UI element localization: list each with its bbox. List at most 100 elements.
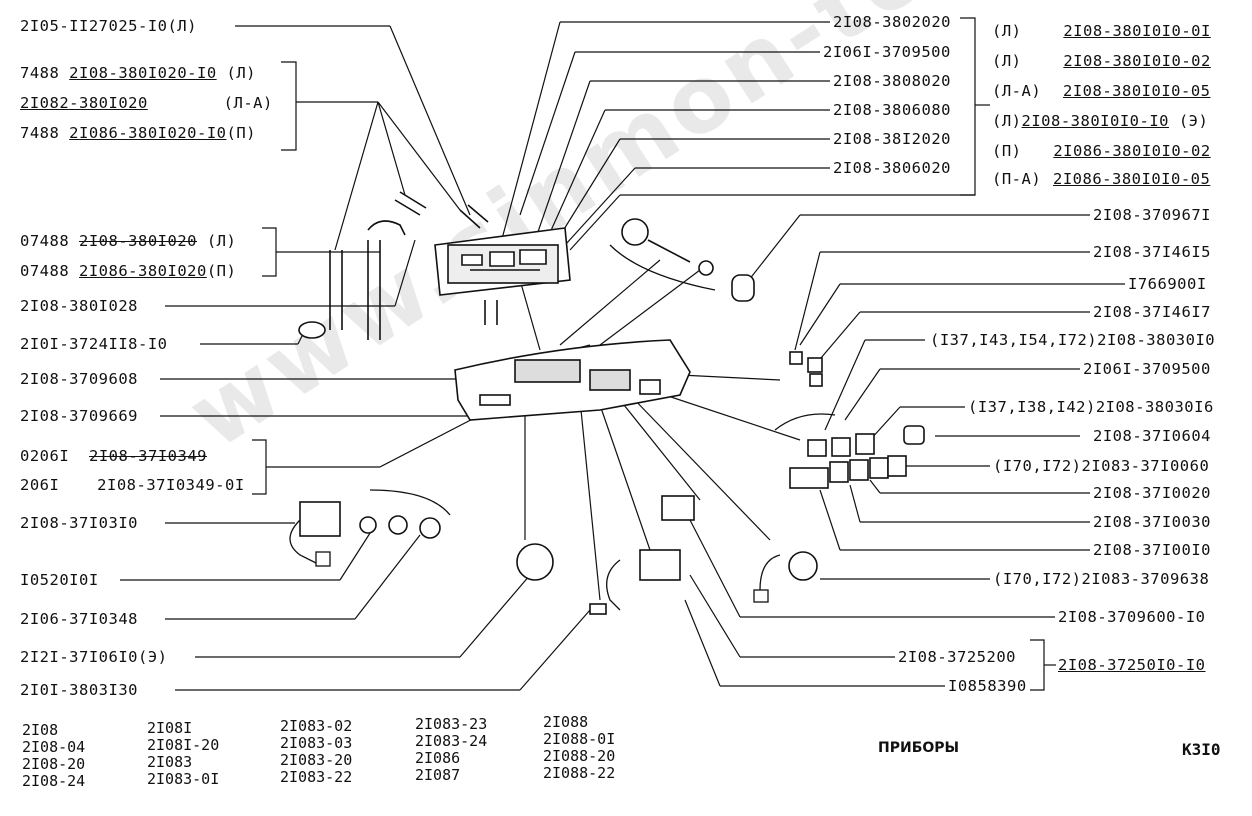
model-item: 2I08-20 (22, 755, 86, 773)
model-item: 2I08 (22, 721, 59, 739)
label-group1-b: 2I082-380I020 (Л-А) (20, 94, 273, 112)
model-item: 2I088-0I (543, 730, 616, 748)
label-prefix: 206I (20, 476, 60, 494)
label-prefix: 07488 (20, 262, 70, 280)
label-group3-b: 206I 2I08-37I0349-0I (20, 476, 245, 494)
variant-code: 2I086-380I0I0-05 (1053, 170, 1211, 188)
page-title: ПРИБОРЫ (878, 740, 960, 756)
variant-suffix: (Л) (992, 112, 1022, 130)
model-col-3: 2I083-02 2I083-03 2I083-20 2I083-22 (280, 718, 352, 786)
label-2108-3709600: 2I08-3709600-I0 (1058, 608, 1206, 626)
label-2108-3812020: 2I08-38I2020 (833, 130, 951, 148)
label-2108-3801028: 2I08-380I028 (20, 297, 138, 315)
variant-suffix-2: (Э) (1178, 112, 1209, 130)
label-2101-3803130: 2I0I-3803I30 (20, 681, 138, 699)
model-item: 2I087 (415, 766, 461, 784)
part-code: 2I08-37I0349-0I (97, 476, 245, 494)
cluster-variant-4: (Л)2I08-380I0I0-I0 (Э) (992, 112, 1208, 130)
model-col-1: 2I08 2I08-04 2I08-20 2I08-24 (22, 722, 85, 790)
part-code: 2I08-380I020 (79, 232, 197, 250)
variant-code: 2I08-380I0I0-05 (1063, 82, 1211, 100)
label-2101-3724118: 2I0I-3724II8-I0 (20, 335, 168, 353)
label-2108-3710020: 2I08-37I0020 (1093, 484, 1211, 502)
cluster-variant-5: (П) 2I086-380I0I0-02 (992, 142, 1211, 160)
cluster-variant-2: (Л) 2I08-380I0I0-02 (992, 52, 1211, 70)
label-21083-3710060: (I70,I72)2I083-37I0060 (993, 457, 1210, 475)
label-hose-2105: 2I05-II27025-I0(Л) (20, 17, 197, 35)
variant-code: 2I08-380I0I0-I0 (1021, 112, 1169, 130)
part-code: 2I08-37I0349 (89, 447, 207, 465)
model-item: 2I083 (147, 753, 193, 771)
model-item: 2I08I-20 (147, 736, 220, 754)
label-2108-3710030: 2I08-37I0030 (1093, 513, 1211, 531)
label-2108-3803016: (I37,I38,I42)2I08-38030I6 (968, 398, 1214, 416)
label-prefix: 0206I (20, 447, 70, 465)
model-item: 2I083-22 (280, 768, 353, 786)
label-group2-b: 07488 2I086-380I020(П) (20, 262, 236, 280)
model-item: 2I08-24 (22, 772, 86, 790)
label-17669001: I766900I (1128, 275, 1207, 293)
label-2108-3802020: 2I08-3802020 (833, 13, 951, 31)
model-item: 2I083-23 (415, 715, 488, 733)
model-item: 2I083-20 (280, 751, 353, 769)
part-code: 2I08-380I020-I0 (69, 64, 217, 82)
variant-code: 2I08-380I0I0-0I (1063, 22, 1211, 40)
label-2108-3714615: 2I08-37I46I5 (1093, 243, 1211, 261)
label-group1-c: 7488 2I086-380I020-I0(П) (20, 124, 256, 142)
label-group3-a: 0206I 2I08-37I0349 (20, 447, 207, 465)
model-item: 2I083-24 (415, 732, 488, 750)
model-col-4: 2I083-23 2I083-24 2I086 2I087 (415, 716, 487, 784)
part-code: 2I082-380I020 (20, 94, 148, 112)
model-item: 2I08-04 (22, 738, 86, 756)
label-2108-3714617: 2I08-37I46I7 (1093, 303, 1211, 321)
variant-code: 2I086-380I0I0-02 (1053, 142, 1211, 160)
model-col-2: 2I08I 2I08I-20 2I083 2I083-0I (147, 720, 219, 788)
label-suffix: (Л-А) (223, 94, 273, 112)
variant-suffix: (Л-А) (992, 82, 1042, 100)
label-2108-3710604: 2I08-37I0604 (1093, 427, 1211, 445)
label-suffix: (П) (226, 124, 256, 142)
label-prefix: 07488 (20, 232, 70, 250)
cluster-variant-6: (П-А) 2I086-380I0I0-05 (992, 170, 1210, 188)
label-prefix: 7488 (20, 64, 60, 82)
label-2108-3709671: 2I08-370967I (1093, 206, 1211, 224)
label-2108-3725010: 2I08-37250I0-I0 (1058, 656, 1206, 674)
model-item: 2I088 (543, 713, 589, 731)
label-10858390: I0858390 (948, 677, 1027, 695)
model-item: 2I083-03 (280, 734, 353, 752)
label-2108-3710010: 2I08-37I00I0 (1093, 541, 1211, 559)
label-2108-3725200: 2I08-3725200 (898, 648, 1016, 666)
variant-code: 2I08-380I0I0-02 (1063, 52, 1211, 70)
label-2108-3709608: 2I08-3709608 (20, 370, 138, 388)
page-number: К3I0 (1182, 740, 1221, 759)
label-10520101: I0520I0I (20, 571, 99, 589)
cluster-variant-3: (Л-А) 2I08-380I0I0-05 (992, 82, 1211, 100)
label-suffix: (Л) (206, 232, 237, 250)
variant-suffix: (Л) (992, 22, 1022, 40)
label-2108-3709669: 2I08-3709669 (20, 407, 138, 425)
label-group1-a: 7488 2I08-380I020-I0 (Л) (20, 64, 256, 82)
label-suffix: (П) (206, 262, 237, 280)
label-21061-3709500-r: 2I06I-3709500 (1083, 360, 1211, 378)
model-item: 2I088-22 (543, 764, 616, 782)
model-col-5: 2I088 2I088-0I 2I088-20 2I088-22 (543, 714, 615, 782)
label-2108-3806020: 2I08-3806020 (833, 159, 951, 177)
label-21083-3709638: (I70,I72)2I083-3709638 (993, 570, 1210, 588)
label-2108-3808020: 2I08-3808020 (833, 72, 951, 90)
part-code: 2I086-380I020-I0 (69, 124, 227, 142)
label-21061-3709500: 2I06I-3709500 (823, 43, 951, 61)
variant-suffix: (П) (992, 142, 1022, 160)
model-item: 2I086 (415, 749, 461, 767)
label-2108-3806080: 2I08-3806080 (833, 101, 951, 119)
variant-suffix: (Л) (992, 52, 1022, 70)
label-2108-3803010: (I37,I43,I54,I72)2I08-38030I0 (930, 331, 1216, 349)
part-code: 2I086-380I020 (79, 262, 207, 280)
variant-suffix: (П-А) (992, 170, 1042, 188)
model-item: 2I083-02 (280, 717, 353, 735)
label-group2-a: 07488 2I08-380I020 (Л) (20, 232, 236, 250)
label-suffix: (Л) (226, 64, 256, 82)
model-item: 2I08I (147, 719, 193, 737)
label-prefix: 7488 (20, 124, 60, 142)
label-2106-3710348: 2I06-37I0348 (20, 610, 138, 628)
